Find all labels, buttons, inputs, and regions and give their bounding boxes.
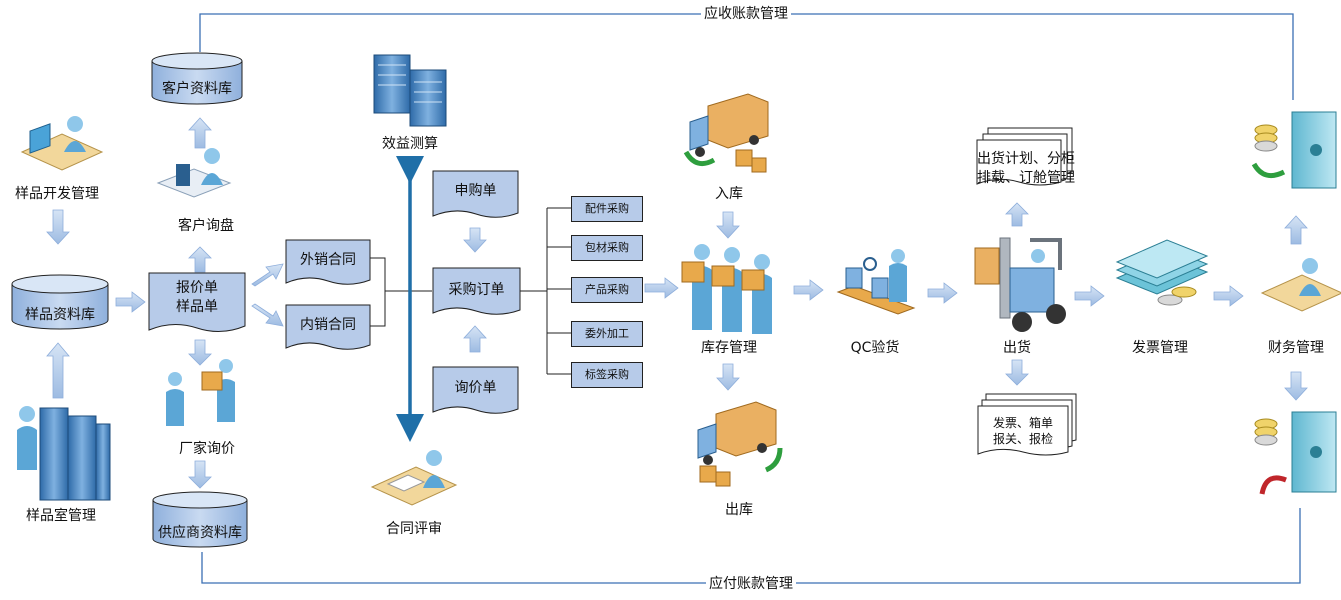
- factory-inquiry-label: 厂家询价: [179, 441, 235, 457]
- invoice-papers-illustration: [1115, 239, 1209, 306]
- payable-label: 应付账款管理: [706, 576, 796, 592]
- domestic-contract-label: 内销合同: [300, 317, 356, 333]
- qc-label: QC验货: [850, 340, 900, 356]
- inventory-manage-label: 库存管理: [701, 340, 757, 356]
- inbound-truck-illustration: [683, 93, 769, 173]
- outbound-label: 出库: [725, 502, 753, 518]
- benefit-servers-illustration: [373, 54, 447, 127]
- customer-db-shape: [151, 52, 243, 105]
- shipping-plan-docs-shape: [976, 127, 1073, 186]
- inquiry-doc-shape: [432, 366, 519, 414]
- shipping-label: 出货: [1003, 340, 1031, 356]
- inventory-workers-illustration: [681, 244, 772, 334]
- export-contract-label: 外销合同: [300, 252, 356, 268]
- factory-people-illustration: [166, 359, 235, 426]
- contract-review-illustration: [370, 450, 458, 506]
- safe-bottom-illustration: [1254, 411, 1337, 495]
- quote-line-1: 报价单: [176, 280, 218, 296]
- purchase-type-parts: 配件采购: [571, 196, 643, 222]
- purchase-type-packaging: 包材采购: [571, 235, 643, 261]
- safe-top-illustration: [1251, 111, 1337, 189]
- customer-computer-illustration: [156, 148, 232, 198]
- receivable-loop-line: [199, 13, 1294, 100]
- invoice-label: 发票管理: [1132, 340, 1188, 356]
- flow-arrows: [46, 117, 1308, 489]
- sample-room-illustration: [17, 406, 111, 501]
- order-doc-label: 采购订单: [448, 282, 505, 298]
- inbound-label: 入库: [715, 186, 743, 202]
- finance-desk-illustration: [1260, 258, 1341, 312]
- purchase-type-product: 产品采购: [571, 277, 643, 303]
- inquiry-doc-label: 询价单: [454, 380, 497, 396]
- purchase-type-labels: 标签采购: [571, 362, 643, 388]
- shipping-docs-shape: [977, 393, 1077, 456]
- quote-doc-shape: [148, 272, 246, 332]
- order-doc-shape: [432, 267, 521, 315]
- designer-desk-illustration: [20, 116, 104, 171]
- benefit-label: 效益测算: [382, 136, 438, 152]
- shipping-docs-line-2: 报关、报检: [992, 432, 1053, 446]
- sample-db-label: 样品资料库: [25, 307, 95, 323]
- payable-loop-line: [201, 508, 1301, 584]
- domestic-contract-shape: [285, 304, 371, 350]
- sample-room-label: 样品室管理: [26, 508, 96, 524]
- forklift-illustration: [974, 237, 1066, 332]
- request-doc-label: 申购单: [454, 183, 497, 199]
- qc-conveyor-illustration: [836, 249, 916, 315]
- purchase-type-outsourcing: 委外加工: [571, 321, 643, 347]
- customer-inquiry-label: 客户询盘: [178, 218, 234, 234]
- supplier-db-shape: [152, 491, 248, 548]
- shipping-docs-text: 发票、箱单 报关、报检: [978, 415, 1068, 447]
- customer-db-label: 客户资料库: [162, 81, 232, 97]
- shipping-plan-text: 出货计划、分柜 排载、订舱管理: [977, 150, 1075, 188]
- outbound-truck-illustration: [697, 401, 783, 487]
- supplier-db-label: 供应商资料库: [158, 525, 242, 541]
- shipping-plan-line-2: 排载、订舱管理: [977, 170, 1075, 186]
- quote-line-2: 样品单: [176, 299, 218, 315]
- shipping-plan-line-1: 出货计划、分柜: [977, 151, 1075, 167]
- quote-doc-label: 报价单 样品单: [149, 279, 245, 317]
- export-contract-shape: [285, 239, 371, 285]
- sample-db-shape: [11, 274, 109, 330]
- request-doc-shape: [432, 170, 519, 218]
- receivable-label: 应收账款管理: [701, 6, 791, 22]
- review-label: 合同评审: [386, 521, 442, 537]
- finance-label: 财务管理: [1268, 340, 1324, 356]
- shipping-docs-line-1: 发票、箱单: [992, 416, 1053, 430]
- sample-dev-label: 样品开发管理: [15, 186, 99, 202]
